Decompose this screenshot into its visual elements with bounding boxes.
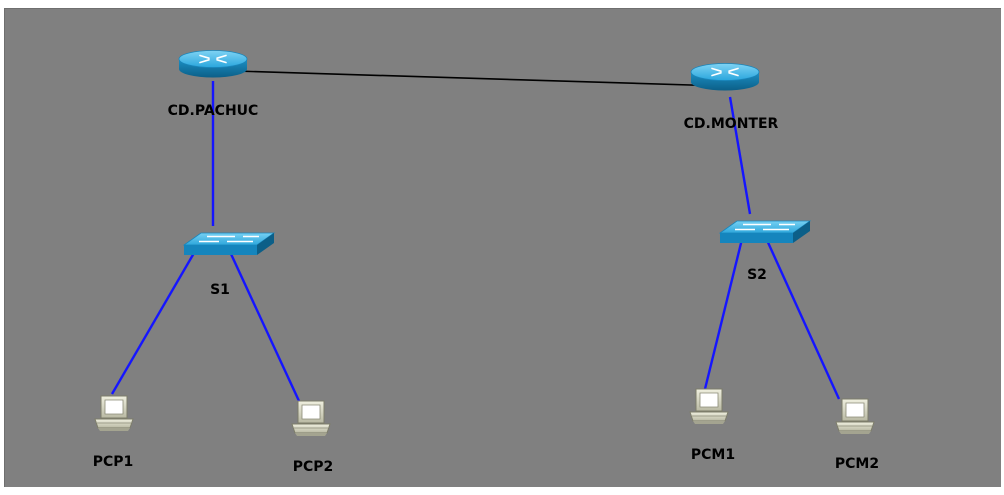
pc-label-pcp1: PCP1 — [93, 454, 134, 470]
switch-icon — [719, 220, 811, 244]
pc-icon — [94, 395, 134, 432]
link-s2-m1[interactable] — [703, 226, 747, 390]
pc-icon — [291, 400, 331, 437]
switch-s2[interactable]: S2 — [719, 220, 811, 283]
switch-label-s1: S1 — [210, 282, 230, 298]
switch-icon — [183, 232, 275, 256]
router-cd-monter[interactable]: CD.MONTER — [684, 62, 779, 133]
router-cd-pachuc[interactable]: CD.PACHUC — [168, 49, 259, 120]
link-r2-s2[interactable] — [728, 96, 752, 215]
switch-label-s2: S2 — [747, 267, 767, 283]
network-topology: CD.PACHUC CD.MONTER S1 S2 PCP1 PCP2 PCM1… — [93, 49, 879, 475]
pc-pcp2[interactable]: PCP2 — [291, 400, 334, 475]
pc-label-pcm1: PCM1 — [691, 447, 735, 463]
switch-s1[interactable]: S1 — [183, 232, 275, 298]
pc-pcm2[interactable]: PCM2 — [835, 398, 879, 472]
router-icon — [178, 49, 248, 79]
topology-canvas: CD.PACHUC CD.MONTER S1 S2 PCP1 PCP2 PCM1… — [4, 8, 1001, 487]
router-label-cd-monter: CD.MONTER — [684, 116, 779, 132]
router-icon — [690, 62, 760, 92]
pc-icon — [835, 398, 875, 435]
link-s1-p1[interactable] — [110, 240, 203, 395]
link-s2-m2[interactable] — [759, 226, 841, 400]
links — [110, 70, 841, 402]
router-label-cd-pachuc: CD.PACHUC — [168, 103, 259, 119]
pc-pcp1[interactable]: PCP1 — [93, 395, 134, 470]
pc-label-pcm2: PCM2 — [835, 456, 879, 472]
pc-icon — [689, 388, 729, 425]
link-r1-r2[interactable] — [234, 70, 724, 87]
link-s1-p2[interactable] — [223, 240, 301, 402]
pc-label-pcp2: PCP2 — [293, 459, 334, 475]
pc-pcm1[interactable]: PCM1 — [689, 388, 735, 463]
